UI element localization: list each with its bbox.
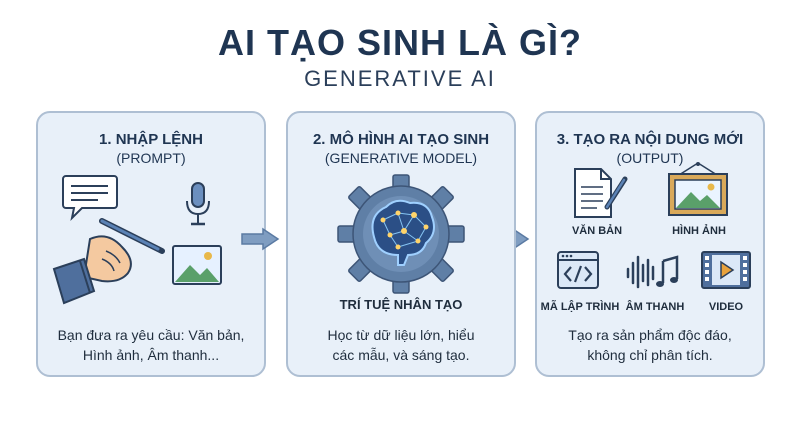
chat-bubble-icon	[62, 175, 118, 222]
image-icon	[172, 245, 222, 285]
page-subtitle: GENERATIVE AI	[304, 66, 496, 91]
audio-wave-icon	[626, 255, 679, 289]
output-label-code: MÃ LẬP TRÌNH	[540, 301, 620, 313]
step-description: Học từ dữ liệu lớn, hiểu các mẫu, và sán…	[327, 327, 475, 363]
output-label-image: HÌNH ẢNH	[672, 225, 726, 237]
output-label-audio: ÂM THANH	[625, 301, 685, 313]
step-prompt-panel: 1. NHẬP LỆNH (PROMPT) Bạn đưa ra yêu cầu…	[36, 111, 266, 377]
hand-writing-icon	[52, 218, 165, 305]
step-subtitle: (OUTPUT)	[616, 150, 684, 166]
output-label-text: VĂN BẢN	[571, 225, 623, 237]
output-label-video: VIDEO	[708, 301, 744, 313]
page-title: AI TẠO SINH LÀ GÌ?	[218, 22, 582, 63]
document-icon	[574, 168, 628, 218]
code-window-icon	[557, 251, 599, 289]
video-icon	[701, 251, 751, 289]
ai-label: TRÍ TUỆ NHÂN TẠO	[339, 297, 463, 312]
step-title: 1. NHẬP LỆNH	[99, 131, 203, 148]
step-model-panel: 2. MÔ HÌNH AI TẠO SINH (GENERATIVE MODEL…	[286, 111, 516, 377]
step-description: Bạn đưa ra yêu cầu: Văn bản, Hình ảnh, Â…	[57, 327, 245, 363]
picture-frame-icon	[668, 162, 728, 216]
step-subtitle: (GENERATIVE MODEL)	[324, 150, 478, 166]
step-description: Tạo ra sản phẩm độc đáo, không chỉ phân …	[568, 327, 732, 363]
step-title: 3. TẠO RA NỘI DUNG MỚI	[556, 131, 744, 148]
step-title: 2. MÔ HÌNH AI TẠO SINH	[312, 131, 490, 148]
step-subtitle: (PROMPT)	[116, 150, 186, 166]
brain-gear-icon	[337, 174, 465, 294]
arrow-right-icon	[241, 227, 280, 251]
microphone-icon	[186, 182, 210, 226]
step-output-panel: 3. TẠO RA NỘI DUNG MỚI (OUTPUT) VĂN BẢN …	[535, 111, 765, 377]
